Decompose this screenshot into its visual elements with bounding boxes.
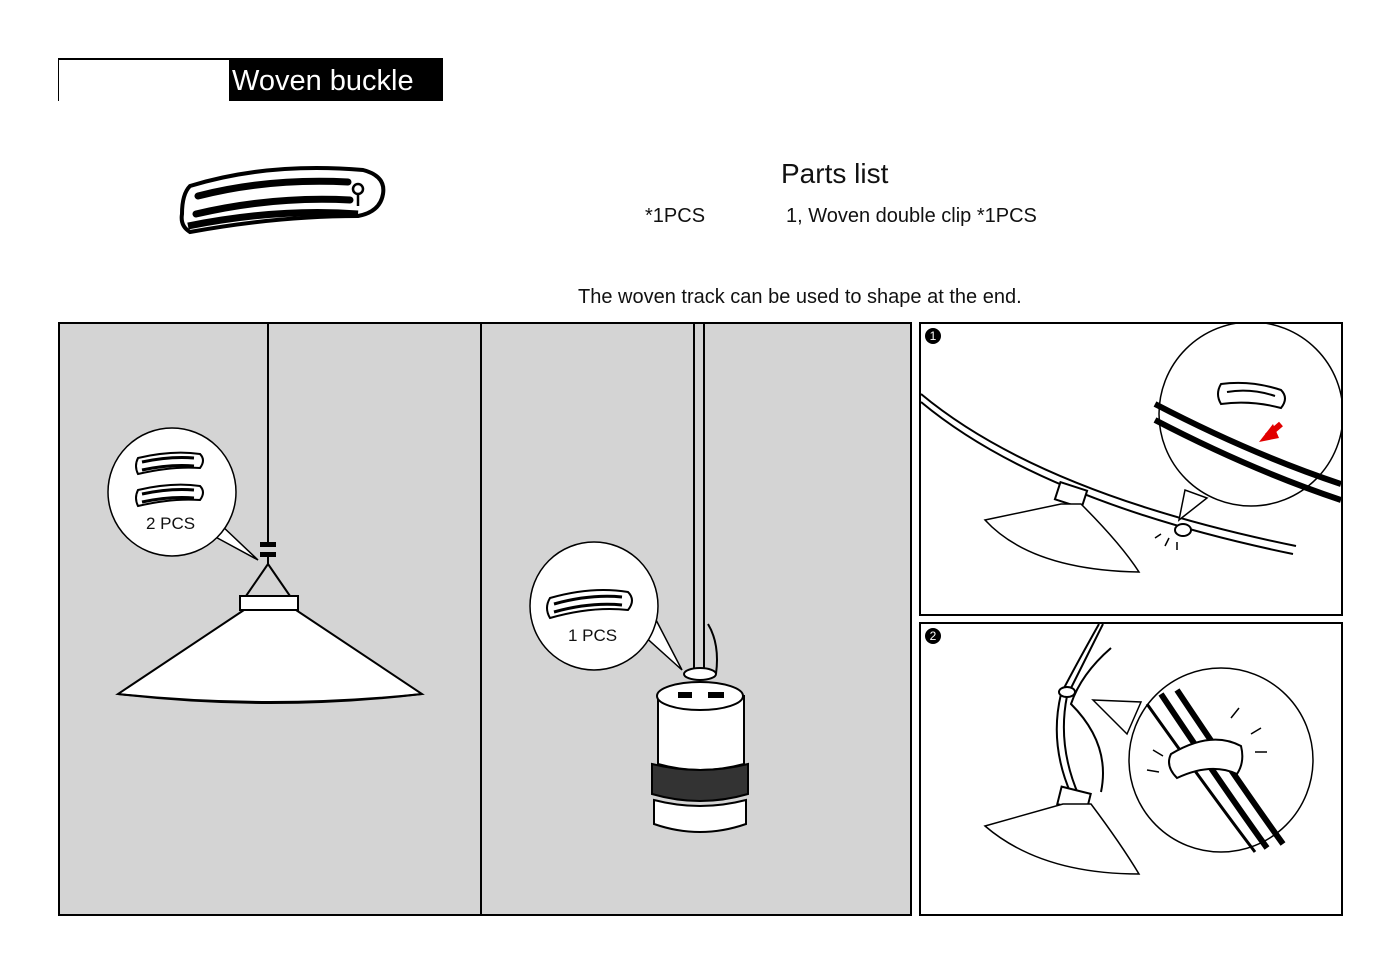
panel-socket: 1 PCS <box>480 322 912 916</box>
usage-note: The woven track can be used to shape at … <box>578 286 1022 308</box>
woven-buckle-illustration <box>179 166 386 235</box>
parts-list-heading: Parts list <box>781 158 889 189</box>
step-1-badge <box>925 328 941 344</box>
parts-quantity: *1PCS <box>645 205 706 227</box>
bubble-label-2pcs: 2 PCS <box>146 514 196 533</box>
mini-buckle-icon <box>546 589 633 620</box>
svg-text:1: 1 <box>930 329 937 343</box>
mini-buckle-icon <box>135 451 204 476</box>
mini-buckle-icon <box>135 483 204 508</box>
socket-illustration <box>529 324 749 833</box>
pendant-lamp-illustration <box>107 324 425 704</box>
panel-step-2: 2 <box>919 622 1343 916</box>
panel-step-1: 1 <box>919 322 1343 616</box>
step-1-illustration: 1 <box>921 324 1341 573</box>
header-title: Woven buckle <box>229 58 443 101</box>
step-2-illustration: 2 <box>925 624 1314 875</box>
step-2-badge <box>925 628 941 644</box>
svg-text:2: 2 <box>930 629 937 643</box>
parts-item: 1, Woven double clip *1PCS <box>786 205 1037 227</box>
bubble-label-1pcs: 1 PCS <box>568 626 618 645</box>
panel-pendant-lamp: 2 PCS <box>58 322 482 916</box>
